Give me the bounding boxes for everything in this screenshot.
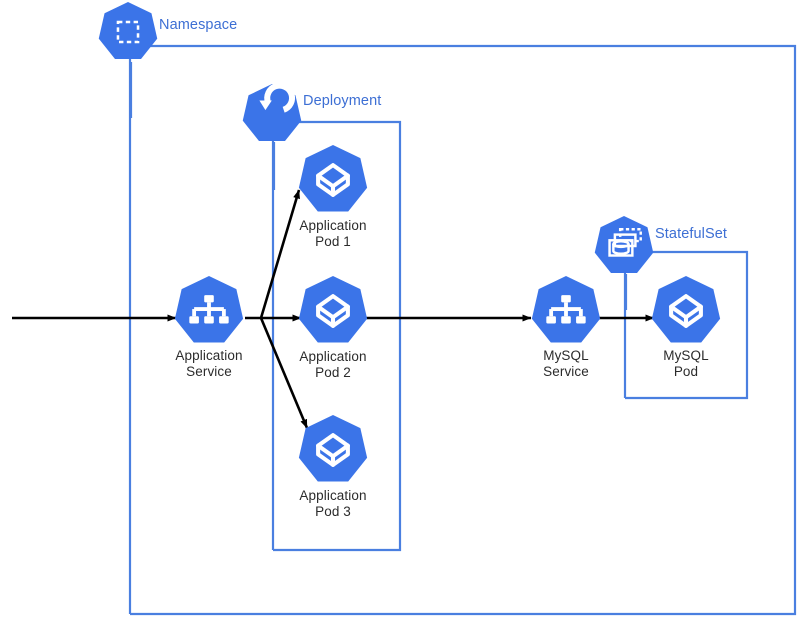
group-label-deployment: Deployment	[303, 93, 382, 109]
node-mysql-pod[interactable]	[651, 276, 721, 343]
node-label-application-pod-3: Application Pod 3	[299, 488, 367, 519]
node-label-mysql-service: MySQL Service	[543, 348, 589, 379]
deployment-refresh-arrow-glyph	[259, 82, 295, 113]
group-box-namespace	[128, 44, 797, 616]
node-application-pod-1[interactable]	[298, 145, 368, 212]
node-label-application-pod-2: Application Pod 2	[299, 349, 367, 380]
group-icon-statefulset[interactable]	[594, 216, 654, 274]
statefulset-database-stack-glyph	[608, 228, 642, 257]
arrow-application-service-to-pod-3	[259, 317, 309, 429]
pod-cube-glyph	[669, 294, 703, 328]
group-stems	[129, 62, 628, 310]
pod-cube-glyph	[316, 163, 350, 197]
group-icons	[98, 2, 654, 274]
node-label-mysql-pod: MySQL Pod	[663, 348, 709, 379]
group-icon-namespace[interactable]	[98, 2, 158, 60]
statefulset-icon-base	[594, 216, 654, 274]
arrow-application-service-to-pod-1	[259, 189, 301, 319]
node-icons	[174, 145, 721, 482]
pod-cube-glyph	[316, 294, 350, 328]
group-box-deployment	[271, 120, 402, 552]
node-mysql-service[interactable]	[531, 276, 601, 343]
pod-cube-glyph	[316, 433, 350, 467]
namespace-dashed-square-glyph	[116, 20, 140, 44]
namespace-icon-base	[98, 2, 158, 60]
group-label-statefulset: StatefulSet	[655, 226, 728, 242]
service-tree-glyph	[189, 295, 229, 324]
node-label-application-pod-1: Application Pod 1	[299, 218, 367, 249]
pod-icon-base	[298, 276, 368, 343]
node-label-application-service: Application Service	[175, 348, 243, 379]
node-application-service[interactable]	[174, 276, 244, 343]
group-label-namespace: Namespace	[159, 17, 238, 33]
pod-icon-base	[298, 415, 368, 482]
deployment-icon-base	[242, 84, 302, 142]
connection-arrows	[12, 189, 655, 429]
node-application-pod-2[interactable]	[298, 276, 368, 343]
group-icon-deployment[interactable]	[242, 82, 302, 142]
node-application-pod-3[interactable]	[298, 415, 368, 482]
service-tree-glyph	[546, 295, 586, 324]
pod-icon-base	[651, 276, 721, 343]
pod-icon-base	[298, 145, 368, 212]
